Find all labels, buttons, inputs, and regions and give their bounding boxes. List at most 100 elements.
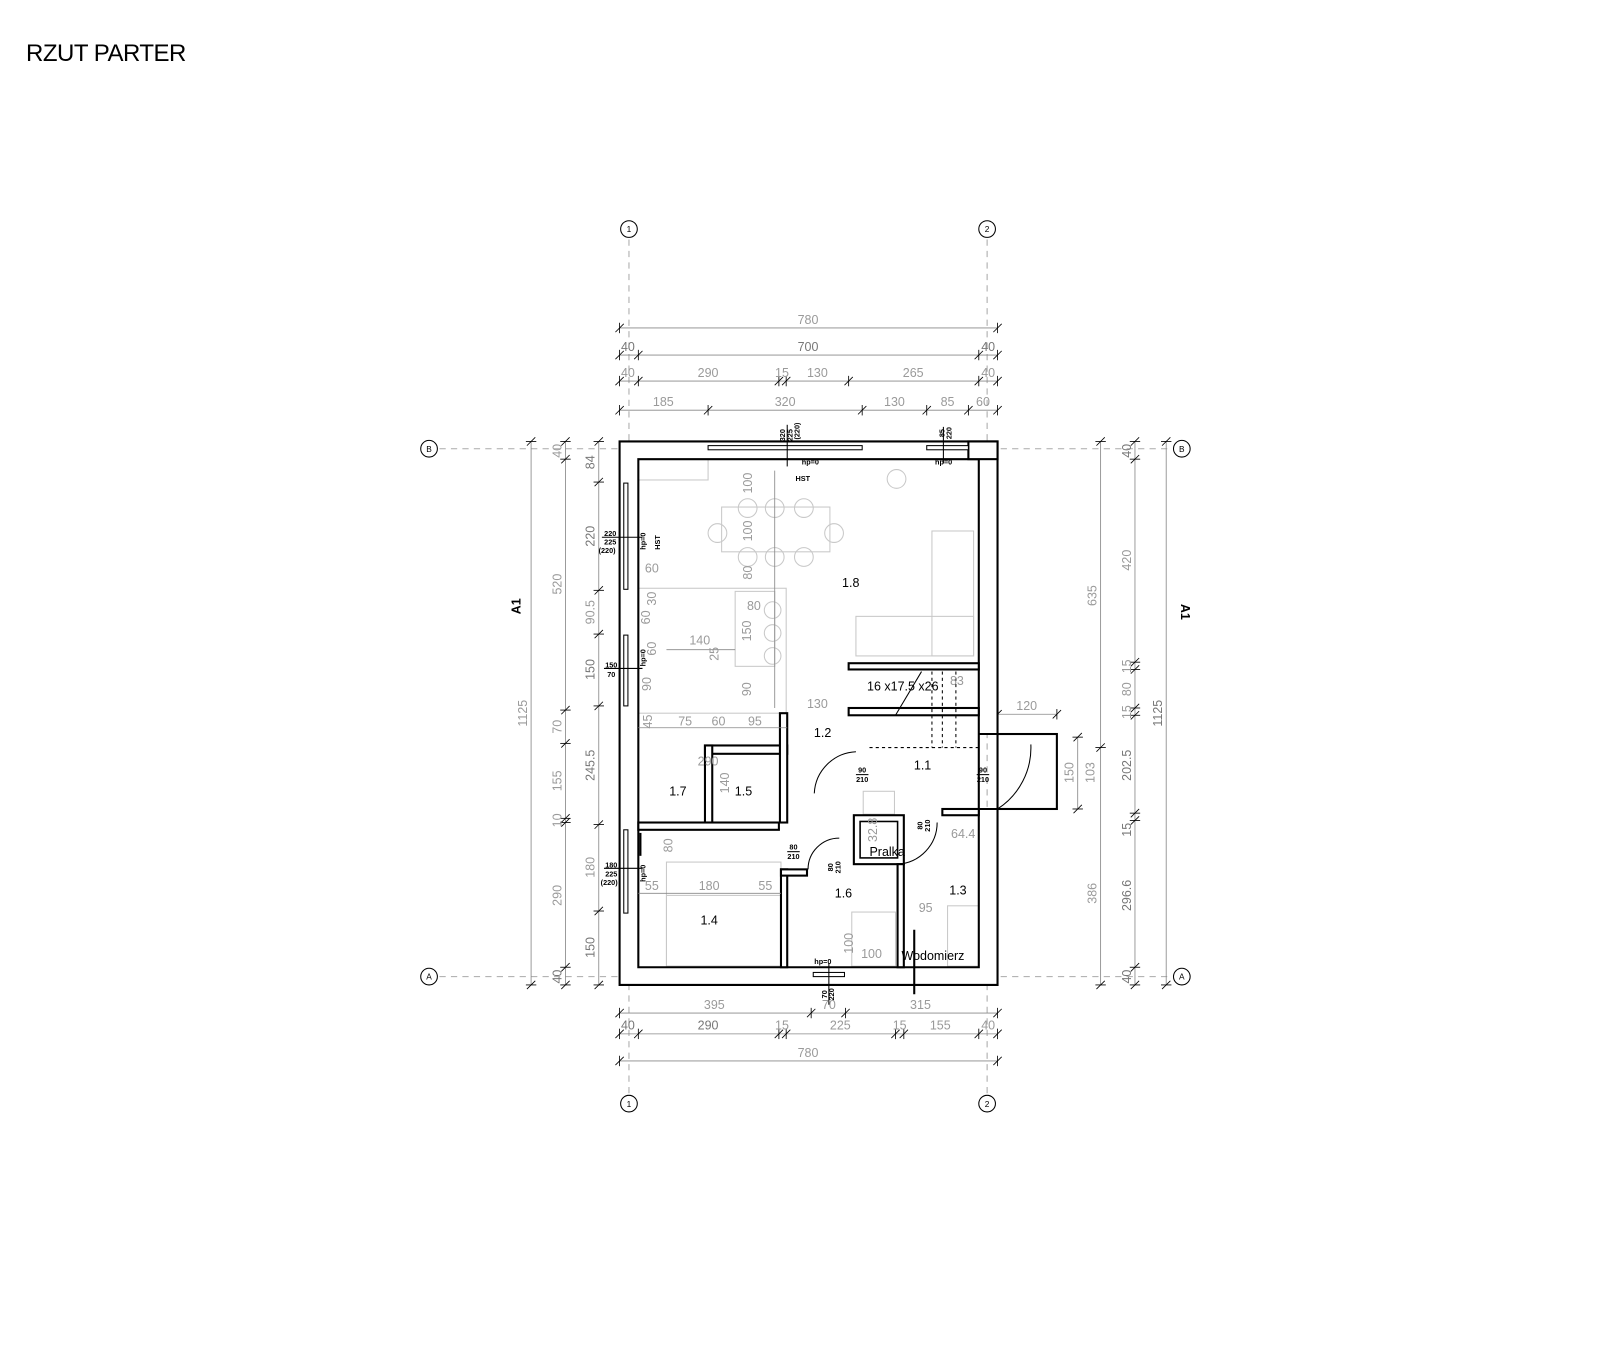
svg-text:A: A bbox=[1179, 972, 1185, 982]
svg-text:83: 83 bbox=[950, 674, 964, 688]
svg-text:hp=0: hp=0 bbox=[935, 457, 952, 466]
svg-text:A1: A1 bbox=[510, 598, 524, 614]
svg-text:150: 150 bbox=[584, 659, 598, 680]
svg-text:B: B bbox=[426, 444, 432, 454]
svg-text:150: 150 bbox=[584, 937, 598, 958]
svg-text:A: A bbox=[426, 972, 432, 982]
svg-text:225: 225 bbox=[605, 870, 617, 879]
svg-text:220: 220 bbox=[604, 529, 616, 538]
svg-text:155: 155 bbox=[550, 770, 564, 791]
svg-text:70: 70 bbox=[607, 670, 615, 679]
svg-text:75: 75 bbox=[678, 715, 692, 729]
svg-text:290: 290 bbox=[698, 1019, 719, 1033]
svg-text:hp=0: hp=0 bbox=[639, 649, 648, 666]
svg-text:420: 420 bbox=[1120, 550, 1134, 571]
svg-text:40: 40 bbox=[1120, 444, 1134, 458]
svg-text:1125: 1125 bbox=[516, 700, 530, 727]
doors bbox=[639, 744, 1032, 870]
svg-text:55: 55 bbox=[645, 879, 659, 893]
svg-text:(220): (220) bbox=[601, 878, 619, 887]
svg-text:85: 85 bbox=[941, 395, 955, 409]
svg-text:100: 100 bbox=[741, 521, 755, 542]
svg-text:100: 100 bbox=[861, 947, 882, 961]
svg-text:1125: 1125 bbox=[1151, 700, 1165, 727]
grid-markers: 1 2 1 2 B B A A bbox=[420, 220, 1191, 1113]
svg-text:60: 60 bbox=[645, 562, 659, 576]
svg-text:(220): (220) bbox=[599, 546, 617, 555]
svg-text:15: 15 bbox=[1120, 823, 1134, 837]
svg-text:45: 45 bbox=[641, 715, 655, 729]
svg-text:80: 80 bbox=[826, 863, 835, 871]
svg-text:15: 15 bbox=[775, 366, 789, 380]
pralka-label: Pralka bbox=[869, 845, 904, 859]
svg-text:220: 220 bbox=[827, 988, 836, 1000]
dimension-labels-top: 780 40 700 40 40 290 15 130 265 40 185 3… bbox=[621, 313, 995, 409]
grid-marker-1-top: 1 bbox=[620, 220, 638, 238]
svg-text:10: 10 bbox=[550, 813, 564, 827]
svg-text:84: 84 bbox=[584, 455, 598, 469]
svg-text:130: 130 bbox=[807, 366, 828, 380]
svg-text:40: 40 bbox=[1120, 970, 1134, 984]
svg-text:100: 100 bbox=[842, 933, 856, 954]
svg-text:25: 25 bbox=[708, 647, 722, 661]
svg-text:100: 100 bbox=[741, 473, 755, 494]
room-1-7: 1.7 bbox=[669, 784, 686, 798]
room-1-3: 1.3 bbox=[949, 883, 966, 897]
svg-text:1: 1 bbox=[627, 224, 632, 234]
svg-text:780: 780 bbox=[798, 1046, 819, 1060]
svg-text:15: 15 bbox=[775, 1019, 789, 1033]
svg-text:90.5: 90.5 bbox=[584, 600, 598, 624]
svg-text:55: 55 bbox=[758, 879, 772, 893]
svg-text:40: 40 bbox=[981, 1019, 995, 1033]
svg-text:180: 180 bbox=[699, 879, 720, 893]
svg-text:140: 140 bbox=[689, 633, 710, 647]
svg-text:150: 150 bbox=[605, 660, 617, 669]
svg-text:hp=0: hp=0 bbox=[639, 865, 648, 882]
svg-text:130: 130 bbox=[884, 395, 905, 409]
svg-text:225: 225 bbox=[830, 1019, 851, 1033]
svg-text:60: 60 bbox=[639, 610, 653, 624]
svg-text:265: 265 bbox=[903, 366, 924, 380]
svg-text:210: 210 bbox=[833, 861, 842, 873]
svg-text:70: 70 bbox=[550, 720, 564, 734]
svg-text:155: 155 bbox=[930, 1019, 951, 1033]
room-labels: 1.8 1.2 1.1 1.7 1.5 1.4 1.6 1.3 Pralka W… bbox=[669, 576, 967, 995]
svg-text:80: 80 bbox=[662, 838, 676, 852]
svg-text:140: 140 bbox=[718, 772, 732, 793]
svg-text:15: 15 bbox=[1120, 659, 1134, 673]
svg-text:(220): (220) bbox=[793, 422, 802, 440]
svg-text:180: 180 bbox=[584, 857, 598, 878]
svg-text:315: 315 bbox=[910, 998, 931, 1012]
svg-text:60: 60 bbox=[976, 395, 990, 409]
svg-text:32.8: 32.8 bbox=[866, 818, 880, 842]
room-1-6: 1.6 bbox=[835, 886, 852, 900]
svg-text:A1: A1 bbox=[1178, 604, 1192, 620]
svg-text:85: 85 bbox=[937, 429, 946, 437]
svg-text:40: 40 bbox=[621, 366, 635, 380]
svg-text:320: 320 bbox=[775, 395, 796, 409]
svg-text:95: 95 bbox=[919, 901, 933, 915]
svg-text:150: 150 bbox=[1063, 762, 1077, 783]
svg-text:90: 90 bbox=[640, 677, 654, 691]
svg-text:635: 635 bbox=[1085, 585, 1099, 606]
grid-marker-a-right: A bbox=[1172, 967, 1191, 986]
svg-text:120: 120 bbox=[1016, 699, 1037, 713]
svg-text:185: 185 bbox=[653, 395, 674, 409]
svg-text:210: 210 bbox=[787, 852, 799, 861]
svg-text:2: 2 bbox=[985, 1099, 990, 1109]
svg-text:700: 700 bbox=[798, 340, 819, 354]
room-1-2: 1.2 bbox=[814, 726, 831, 740]
grid-marker-1-bottom: 1 bbox=[620, 1094, 638, 1113]
svg-text:395: 395 bbox=[704, 998, 725, 1012]
svg-text:225: 225 bbox=[604, 538, 616, 547]
interior-dimensions: 100 100 80 60 30 60 60 140 25 80 150 90 … bbox=[638, 470, 975, 961]
svg-text:80: 80 bbox=[747, 599, 761, 613]
svg-text:2: 2 bbox=[985, 224, 990, 234]
svg-text:80: 80 bbox=[916, 822, 925, 830]
svg-text:220: 220 bbox=[945, 427, 954, 439]
svg-text:386: 386 bbox=[1085, 883, 1099, 904]
stairs: 16 x17.5 x26 bbox=[867, 671, 979, 749]
room-1-1: 1.1 bbox=[914, 758, 931, 772]
dimension-labels-left: 1125 40 520 70 155 10 290 84 220 90.5 15… bbox=[516, 444, 598, 984]
svg-text:90: 90 bbox=[979, 766, 987, 775]
